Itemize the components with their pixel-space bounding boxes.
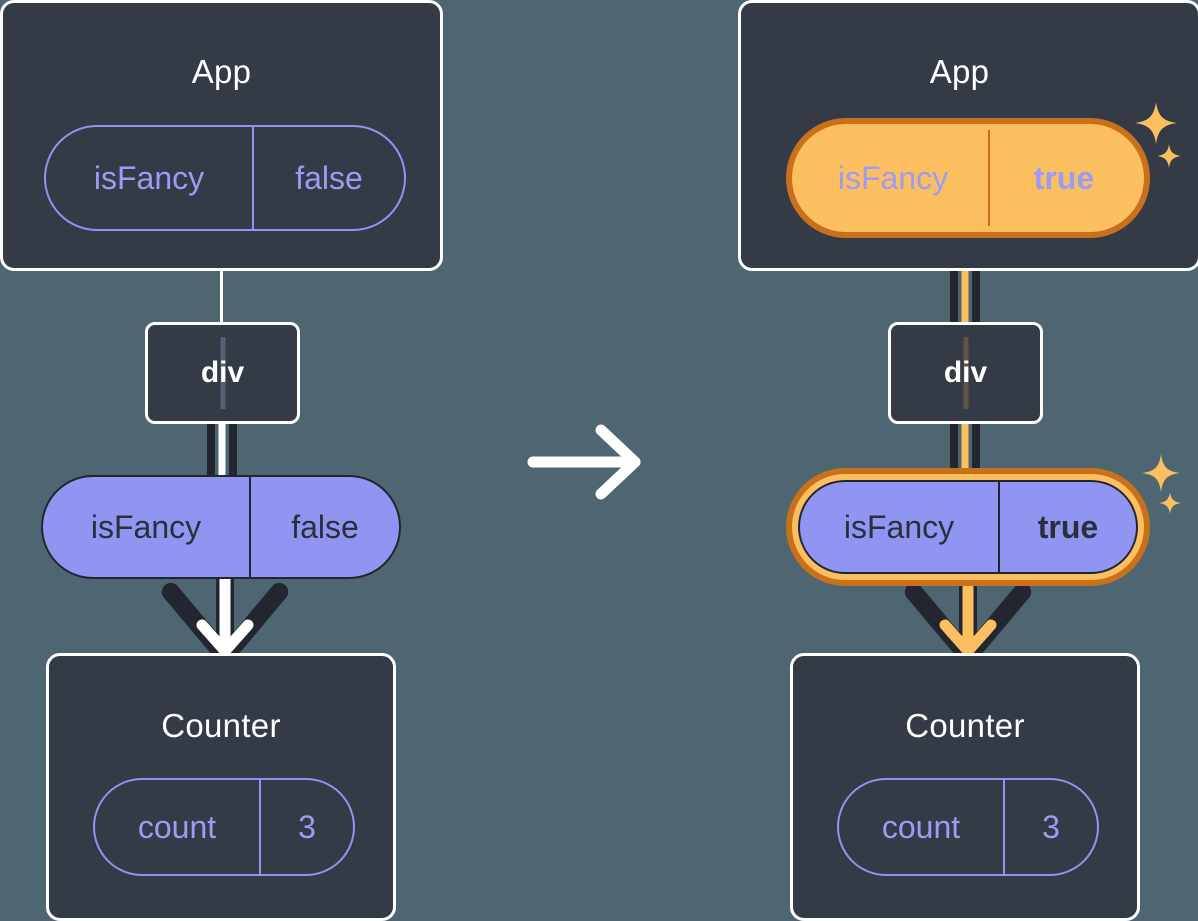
- counter-state-name-after: count: [881, 808, 961, 845]
- connector-app-to-div-after: [950, 228, 980, 326]
- sparkle-large-icon: [1135, 102, 1177, 144]
- connector-bar-left: [950, 228, 958, 326]
- transition-arrow-icon: [527, 424, 641, 500]
- counter-state-pill-before: count 3: [93, 778, 355, 876]
- counter-state-value-before: 3: [259, 780, 353, 874]
- prop-name-after: isFancy: [843, 508, 955, 545]
- connector-div-to-prop-before: [207, 420, 237, 482]
- counter-state-value-after: 3: [1003, 780, 1097, 874]
- highlight-inner-ring: [792, 124, 1144, 232]
- arrow-down-white-icon: [196, 575, 254, 657]
- arrow-prop-to-counter-before: [150, 575, 300, 665]
- connector-bar-center: [218, 420, 226, 482]
- app-box-before: App isFancy false: [0, 0, 443, 271]
- connector-bar-left: [207, 420, 215, 482]
- arrow-down-amber-icon: [939, 575, 997, 657]
- prop-pill-after: isFancy true: [798, 480, 1138, 574]
- counter-title-after: Counter: [905, 707, 1025, 744]
- div-box-before: div: [145, 322, 300, 424]
- counter-box-before: Counter count 3: [46, 653, 396, 921]
- counter-box-after: Counter count 3: [790, 653, 1140, 921]
- app-state-pill-before: isFancy false: [44, 125, 406, 231]
- arrow-prop-to-counter-after: [893, 575, 1043, 665]
- app-state-name-after: isFancy: [837, 159, 949, 196]
- app-state-pill-after: isFancy true: [798, 130, 1138, 226]
- counter-state-name-before: count: [137, 808, 217, 845]
- app-state-name-before: isFancy: [93, 159, 205, 196]
- connector-div-to-prop-after: [950, 420, 980, 486]
- app-title-before: App: [191, 53, 252, 90]
- app-title-after: App: [929, 53, 990, 90]
- app-state-value-after: true: [988, 130, 1138, 226]
- connector-bar-center: [961, 228, 969, 326]
- div-label-after: div: [943, 356, 988, 389]
- connector-bar-left: [950, 420, 958, 486]
- div-label-before: div: [200, 356, 245, 389]
- sparkle-small-icon: [1157, 144, 1181, 168]
- sparkle-large-icon: [1142, 454, 1180, 492]
- app-state-pill-after-highlight: isFancy true: [786, 118, 1150, 238]
- prop-pill-before: isFancy false: [41, 475, 401, 579]
- connector-bar-right: [972, 420, 980, 486]
- counter-state-pill-after: count 3: [837, 778, 1099, 876]
- prop-pill-after-highlight: isFancy true: [786, 468, 1150, 586]
- connector-bar-right: [229, 420, 237, 482]
- prop-value-before: false: [249, 477, 399, 577]
- connector-bar-right: [972, 228, 980, 326]
- prop-value-after: true: [998, 482, 1136, 572]
- prop-name-before: isFancy: [90, 508, 202, 545]
- counter-title-before: Counter: [161, 707, 281, 744]
- connector-bar-center: [961, 420, 969, 486]
- sparkle-small-icon: [1159, 492, 1181, 514]
- div-box-after: div: [888, 322, 1043, 424]
- connector-app-to-div-before: [220, 262, 223, 324]
- app-state-value-before: false: [252, 127, 404, 229]
